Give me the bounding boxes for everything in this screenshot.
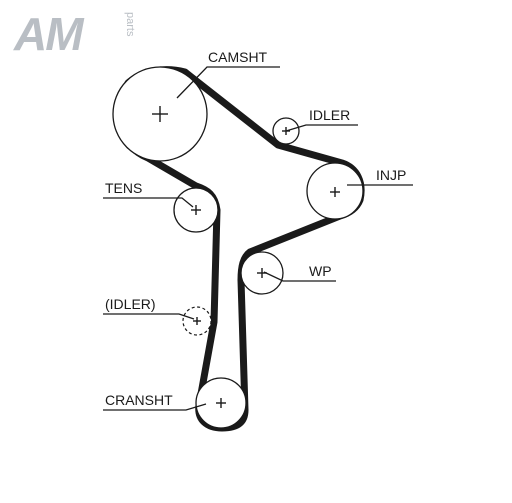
tensioner-center-mark [191,205,201,215]
am-parts-logo: AM parts [13,8,136,60]
tensioner-leader [103,197,194,208]
crankshaft-label: CRANSHT [105,392,173,408]
injection-pump-label: INJP [376,167,406,183]
camshaft-label: CAMSHT [208,49,268,65]
camshaft-leader [176,66,280,99]
optional-idler-center-mark [193,317,201,325]
logo-suffix: parts [124,12,136,37]
logo-letters: AM [13,8,85,60]
optional-idler-label: (IDLER) [105,296,156,312]
water-pump-leader [263,271,336,282]
idler-leader [285,124,358,132]
crankshaft-leader [103,403,207,411]
idler-label: IDLER [309,107,350,123]
tensioner-label: TENS [105,180,142,196]
injection-pump-center-mark [330,187,340,197]
camshaft-center-mark [152,106,168,122]
water-pump-label: WP [309,263,332,279]
crankshaft-center-mark [216,398,226,408]
optional-idler-leader [103,313,195,320]
